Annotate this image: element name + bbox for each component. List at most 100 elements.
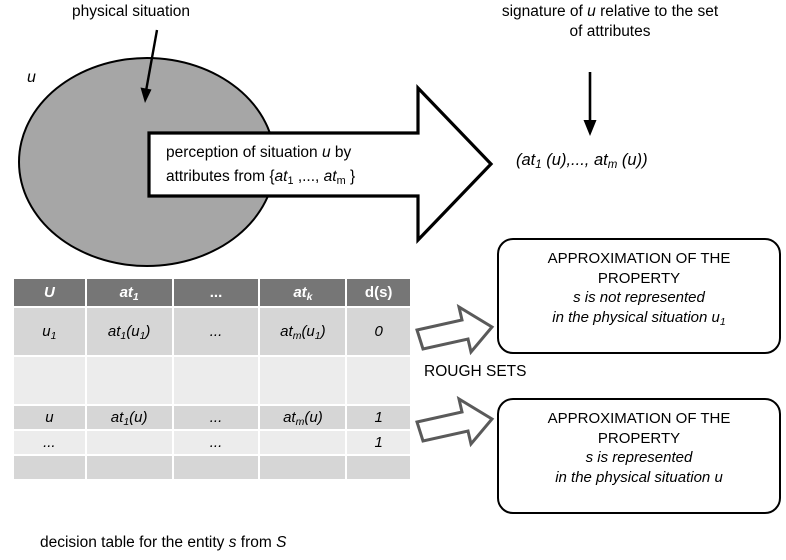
table-cell-r2-c4: 1 xyxy=(347,406,410,429)
signature-fragment: relative to the set xyxy=(595,3,719,20)
table-cell-r1-c0 xyxy=(14,357,85,404)
table-header-cell-3: atk xyxy=(260,279,346,306)
approximation-box-represented: APPROXIMATION OF THE PROPERTY s is repre… xyxy=(497,398,781,514)
formula-atm-sub: m xyxy=(607,159,618,172)
table-cell-r4-c0 xyxy=(14,456,85,479)
table-cell-r2-c2: ... xyxy=(173,406,259,429)
cell-text: u xyxy=(45,409,54,426)
approx-top-line4-sub: 1 xyxy=(719,315,726,328)
formula-at1: at xyxy=(521,151,536,169)
cell-suffix-end: ) xyxy=(145,323,151,340)
table-cell-r3-c1 xyxy=(86,431,172,454)
signature-label-line2: of attributes xyxy=(569,23,651,41)
cell-sub: 1 xyxy=(120,330,127,343)
table-cell-r0-c3: atm(u1) xyxy=(260,308,346,355)
table-cell-r4-c2 xyxy=(173,456,259,479)
cell-sub: m xyxy=(295,416,305,429)
perception-at1-sub: 1 xyxy=(287,175,294,188)
perception-line1-u: u xyxy=(321,144,331,161)
formula-open-paren: ( xyxy=(516,151,522,169)
cell-suffix: (u xyxy=(301,323,315,340)
approx-bottom-line4: in the physical situation u xyxy=(499,468,779,488)
caption-fragment: from xyxy=(236,534,277,551)
cell-suffix-end: ) xyxy=(317,409,323,426)
down-arrow-icon xyxy=(583,72,597,136)
signature-fragment: u xyxy=(587,3,596,20)
cell-suffix-end: ) xyxy=(142,409,148,426)
header-text: ... xyxy=(209,284,223,301)
approx-top-line2: PROPERTY xyxy=(597,269,681,287)
table-caption: decision table for the entity s from S xyxy=(40,533,286,553)
approx-bottom-line3: s is represented xyxy=(585,449,693,466)
caption-fragment: decision table for the entity xyxy=(40,534,229,551)
signature-fragment: signature of xyxy=(501,3,588,20)
table-row xyxy=(14,456,410,479)
table-cell-r1-c4 xyxy=(347,357,410,404)
perception-arrow-label: perception of situation u by attributes … xyxy=(166,141,355,189)
table-cell-r4-c1 xyxy=(86,456,172,479)
header-text: d(s) xyxy=(364,284,393,301)
cell-suffix-sub: 1 xyxy=(139,330,146,343)
cell-text: ... xyxy=(209,323,223,340)
right-block-arrow-icon xyxy=(415,303,495,356)
table-cell-r1-c3 xyxy=(260,357,346,404)
formula-atm: at xyxy=(593,151,608,169)
perception-line1-c: by xyxy=(330,144,352,161)
table-cell-r0-c0: u1 xyxy=(14,308,85,355)
table-cell-r1-c2 xyxy=(173,357,259,404)
approximation-box-not-represented: APPROXIMATION OF THE PROPERTY s is not r… xyxy=(497,238,781,354)
approx-bottom-line2: PROPERTY xyxy=(597,429,681,447)
table-cell-r0-c4: 0 xyxy=(347,308,410,355)
perception-line-2: attributes from {at1 ,..., atm } xyxy=(166,165,355,189)
cell-text: u xyxy=(42,323,51,340)
perception-line2-e: } xyxy=(345,168,356,186)
table-cell-r2-c1: at1(u) xyxy=(86,406,172,429)
table-header-cell-1: at1 xyxy=(86,279,172,306)
perception-atm: at xyxy=(323,168,337,186)
header-text: U xyxy=(43,284,55,301)
cell-suffix-end: ) xyxy=(320,323,326,340)
approx-top-line4-text: in the physical situation u xyxy=(552,308,720,326)
perception-line1-a: perception of situation xyxy=(166,144,322,161)
approx-bottom-line1: APPROXIMATION OF THE xyxy=(547,410,731,427)
right-block-arrow-icon xyxy=(415,395,495,448)
approx-top-line1: APPROXIMATION OF THE xyxy=(547,250,731,267)
caption-fragment: S xyxy=(276,534,287,551)
cell-text: 1 xyxy=(374,434,383,451)
perception-atm-sub: m xyxy=(336,175,346,188)
cell-suffix-sub: 1 xyxy=(314,330,321,343)
header-text: at xyxy=(119,284,133,301)
cell-text: at xyxy=(110,409,124,426)
physical-situation-label: physical situation xyxy=(72,3,191,20)
approx-bottom-line4-text: in the physical situation u xyxy=(555,468,723,486)
perception-at1: at xyxy=(274,168,288,186)
table-cell-r2-c0: u xyxy=(14,406,85,429)
cell-text: 0 xyxy=(374,323,383,340)
table-cell-r0-c2: ... xyxy=(173,308,259,355)
perception-line2-a: attributes from { xyxy=(166,168,275,186)
table-row: ...... 1 xyxy=(14,431,410,454)
formula-at1-sub: 1 xyxy=(535,159,542,172)
cell-suffix: (u xyxy=(126,323,140,340)
table-cell-r1-c1 xyxy=(86,357,172,404)
table-header-cell-2: ... xyxy=(173,279,259,306)
table-cell-r3-c0: ... xyxy=(14,431,85,454)
approx-top-line3: s is not represented xyxy=(573,289,705,306)
formula-arg1: (u),..., xyxy=(541,151,594,169)
perception-line2-c: ,..., xyxy=(293,168,324,186)
perception-line-1: perception of situation u by xyxy=(166,141,355,165)
cell-text: at xyxy=(283,409,296,426)
cell-text: 1 xyxy=(374,409,383,426)
header-text: at xyxy=(293,284,307,301)
signature-label-line1: signature of u relative to the set xyxy=(450,2,770,22)
cell-sub: 1 xyxy=(123,416,130,429)
signature-label: signature of u relative to the set of at… xyxy=(450,2,770,42)
cell-sub: m xyxy=(292,330,302,343)
table-cell-r2-c3: atm(u) xyxy=(260,406,346,429)
table-cell-r3-c3 xyxy=(260,431,346,454)
cell-text: ... xyxy=(209,434,223,451)
cell-suffix: (u xyxy=(304,409,318,426)
